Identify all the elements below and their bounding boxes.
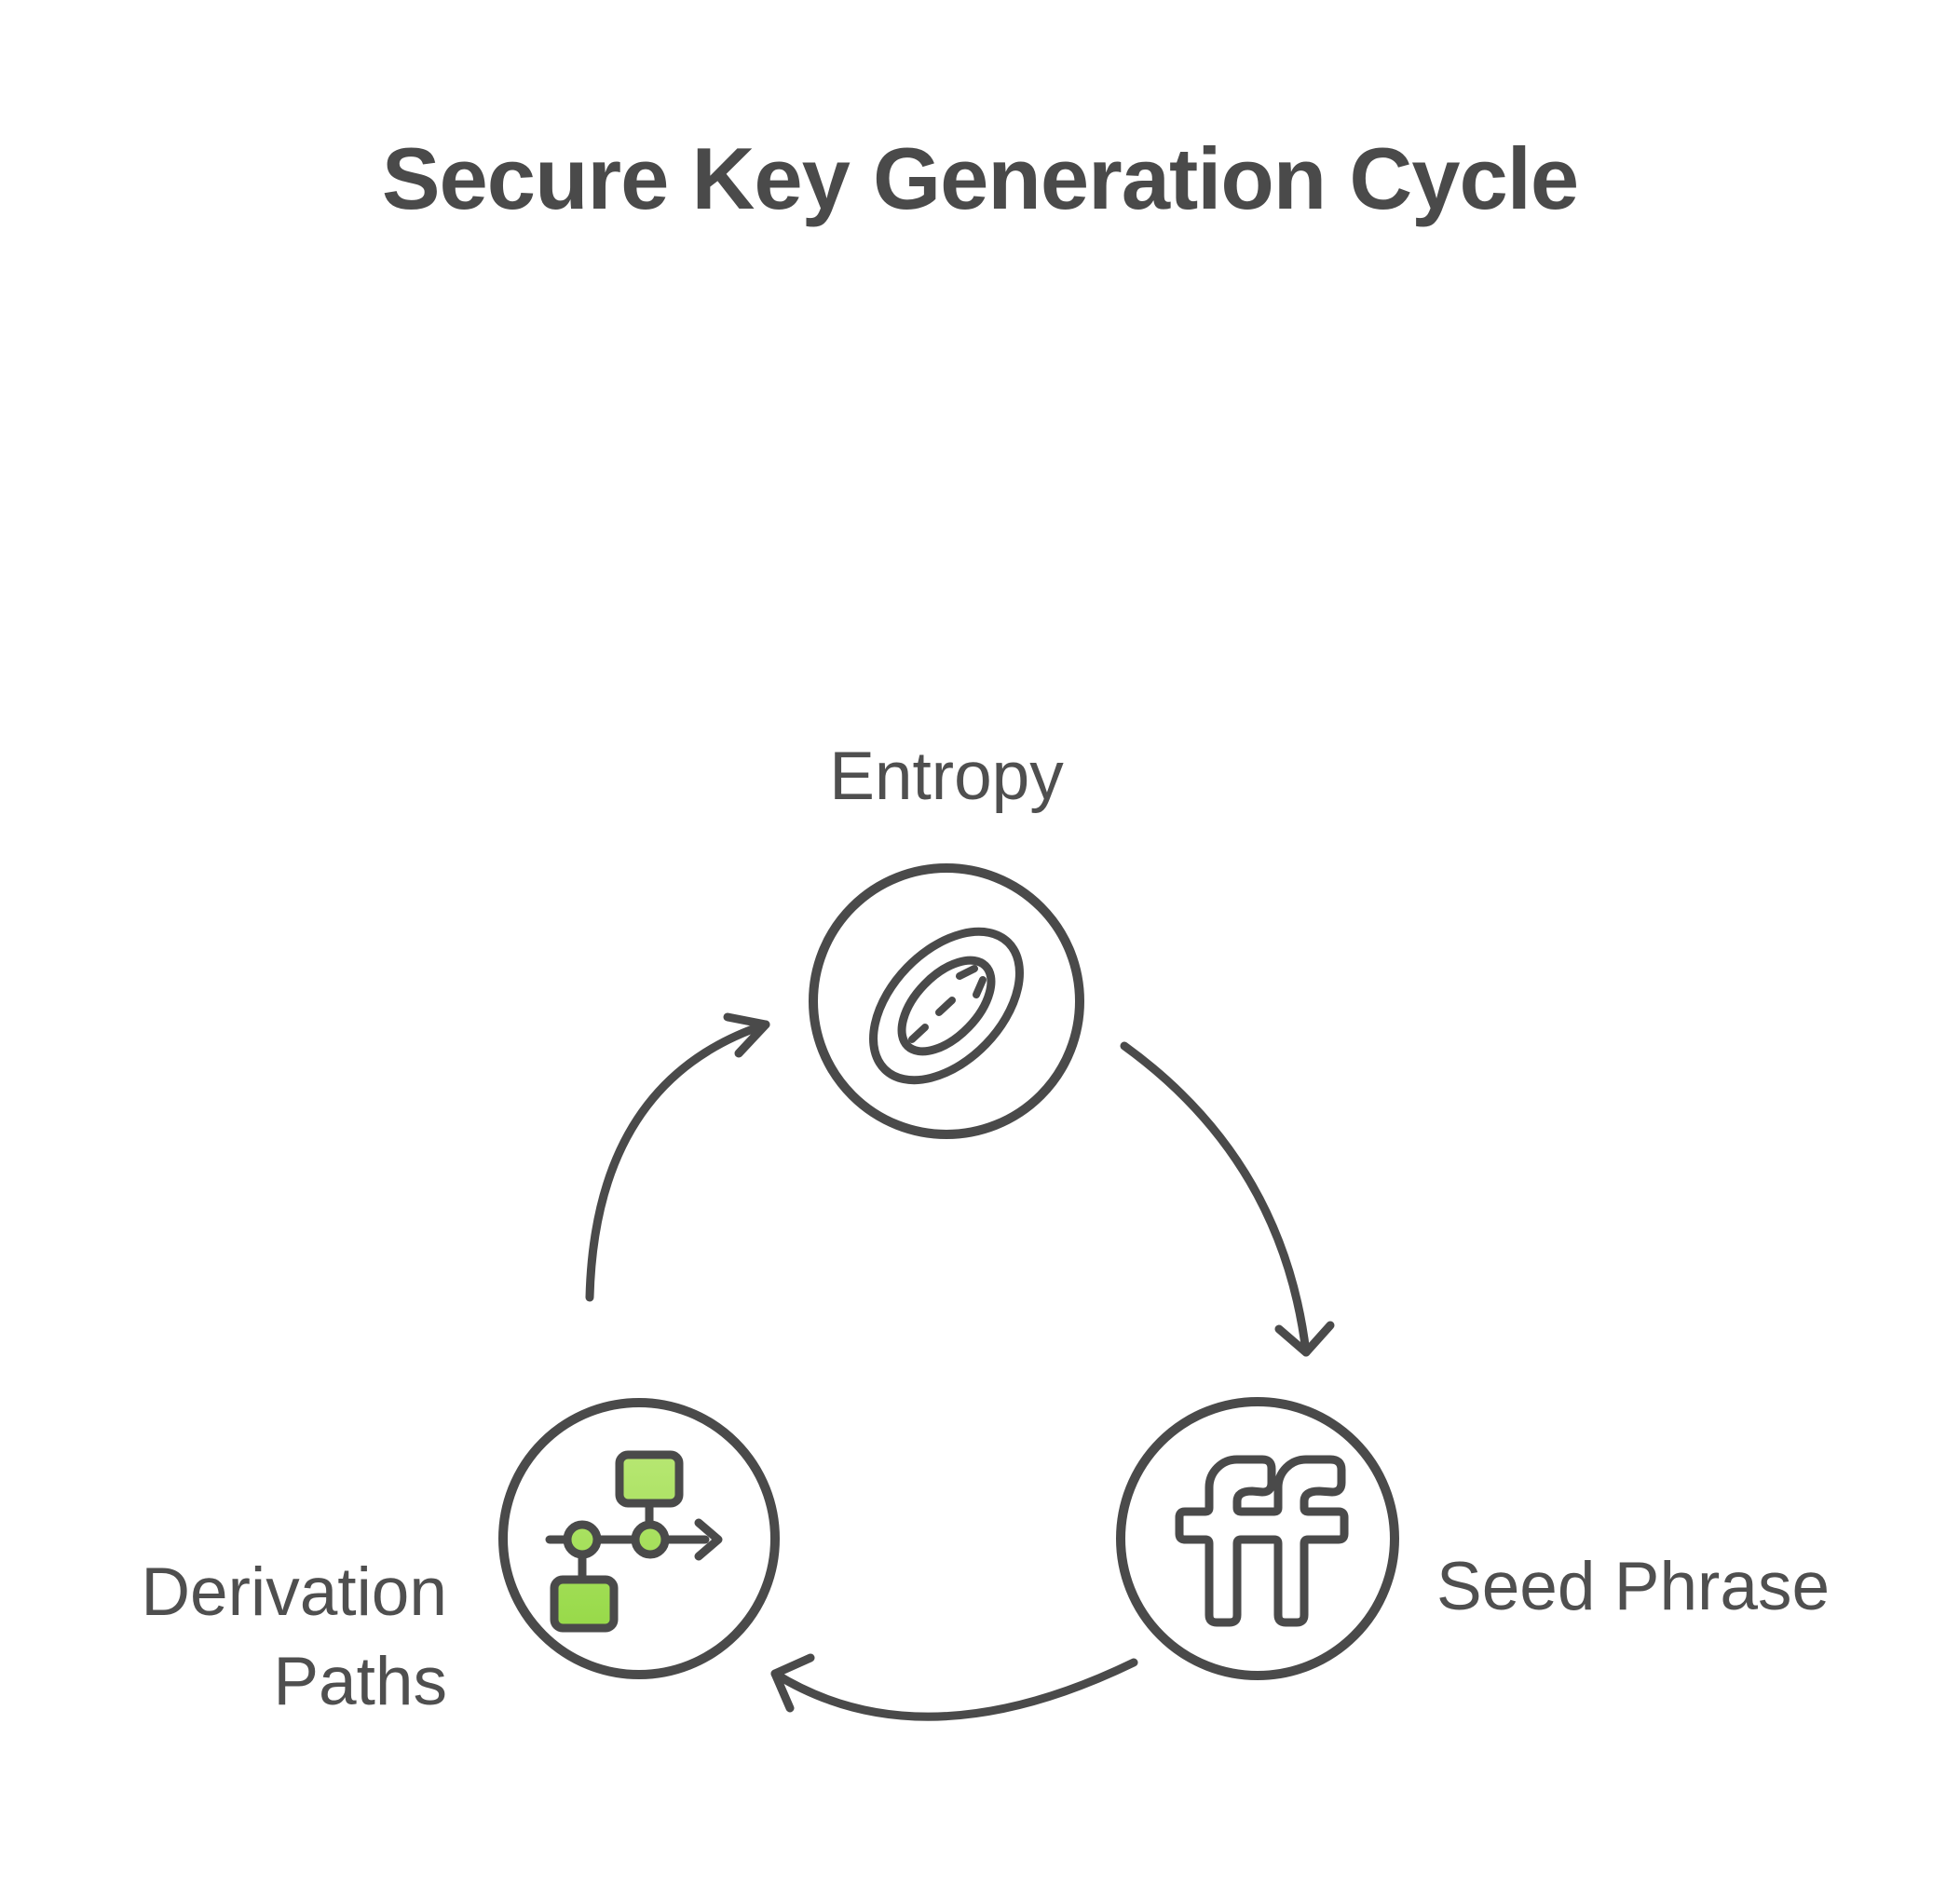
arrow-seed-phrase-to-derivation-paths [770,1653,1138,1721]
page-title: Secure Key Generation Cycle [381,129,1579,227]
ff-ligature-icon [1175,1455,1349,1627]
arrowhead-down-icon [1274,1321,1335,1357]
arrow-entropy-to-seed-phrase [1120,1041,1335,1357]
entropy-contour-icon [869,927,1024,1085]
entropy-node-circle [809,863,1084,1139]
node-entropy [809,863,1084,1139]
derivation-paths-node-label: Derivation Paths [28,1548,447,1727]
entropy-node-label: Entropy [829,739,1064,814]
node-derivation-paths [498,1398,780,1679]
arrow-derivation-paths-to-entropy [585,1012,770,1302]
seed-phrase-node-circle [1116,1397,1399,1680]
derivation-paths-label-line1: Derivation [141,1554,447,1630]
derivation-paths-node-circle [498,1398,780,1679]
arrowhead-up-right-icon [723,1012,770,1058]
seed-phrase-node-label: Seed Phrase [1436,1549,1831,1624]
arrowhead-left-icon [770,1653,815,1713]
node-seed-phrase [1116,1397,1399,1680]
derivation-paths-label-line2: Paths [273,1644,447,1719]
workflow-icon [545,1450,723,1633]
